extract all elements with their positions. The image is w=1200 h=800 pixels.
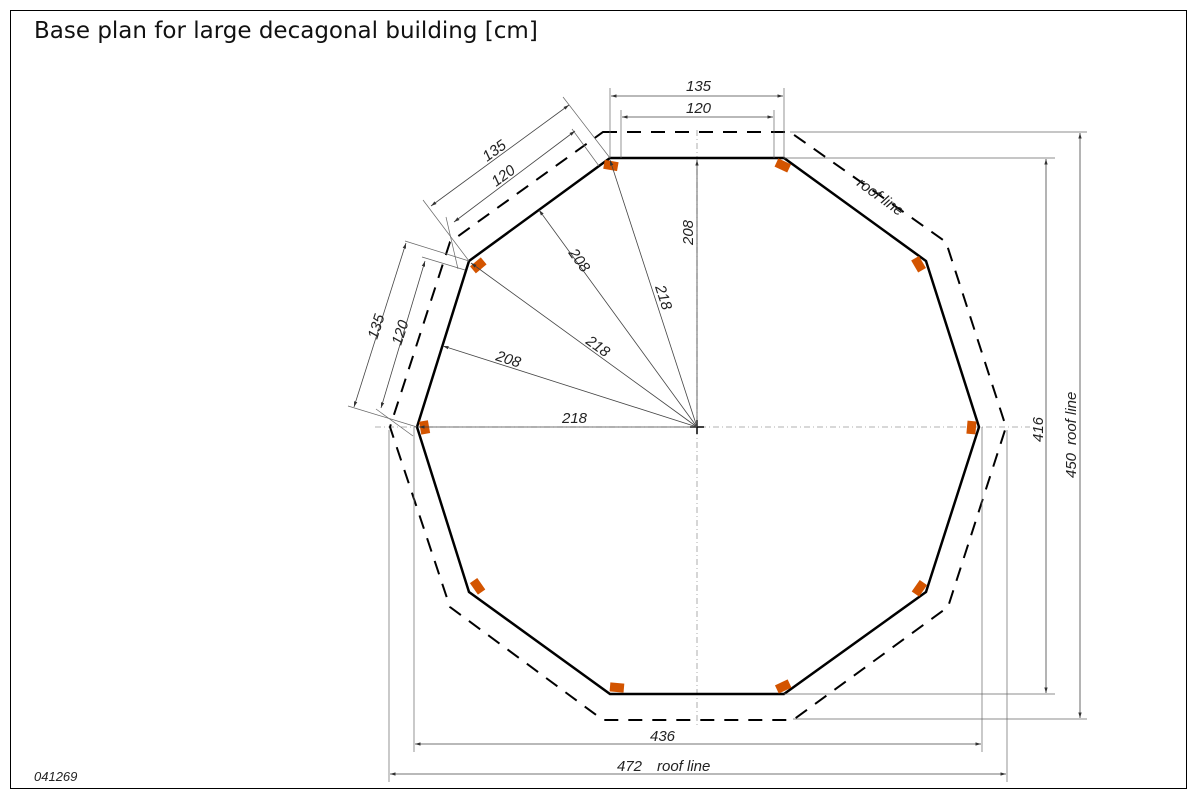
post-marker [419,420,431,435]
post-marker [469,577,486,595]
dim-top-inner: 120 [686,100,712,117]
bottom-dimension-lines [388,427,1008,782]
dim-radius-left: 208 [493,347,524,371]
dim-diag-inner: 120 [488,161,519,190]
dim-top-outer: 135 [686,78,712,95]
roof-line [388,131,1008,721]
post-marker [911,255,926,273]
dim-width-roof: 472 [617,758,643,775]
post-marker [774,679,792,694]
drawing-number: 041269 [34,769,77,784]
dim-height-roof-label: roof line [1063,392,1080,445]
dim-radius-outer-top: 218 [651,282,675,313]
dim-radius-outer-diag: 218 [582,332,614,361]
top-dimension-lines [609,88,785,158]
post-marker [774,158,792,173]
dim-radius-horizontal: 218 [561,410,588,427]
dim-width-walls: 436 [650,728,676,745]
post-marker [911,579,928,597]
post-marker [966,420,977,435]
drawing-frame [10,10,1187,789]
drawing-title: Base plan for large decagonal building [… [34,18,538,44]
left-dimension-lines [347,240,470,437]
dim-height-walls: 416 [1030,416,1047,442]
diagonal-dimension-lines [422,96,611,270]
dim-radius-vertical: 208 [680,219,697,246]
dim-width-roof-label: roof line [657,758,710,775]
wall-outline [415,156,981,696]
post-marker [609,682,625,693]
dim-diag-outer: 135 [479,136,510,165]
right-dimension-lines [784,131,1087,720]
dim-left-inner: 120 [389,318,413,348]
dim-radius-diag: 208 [564,245,593,277]
dim-left-outer: 135 [365,312,389,342]
posts [419,158,977,694]
post-marker [470,257,487,274]
dim-height-roof: 450 [1063,452,1080,478]
radius-lines [419,159,699,429]
